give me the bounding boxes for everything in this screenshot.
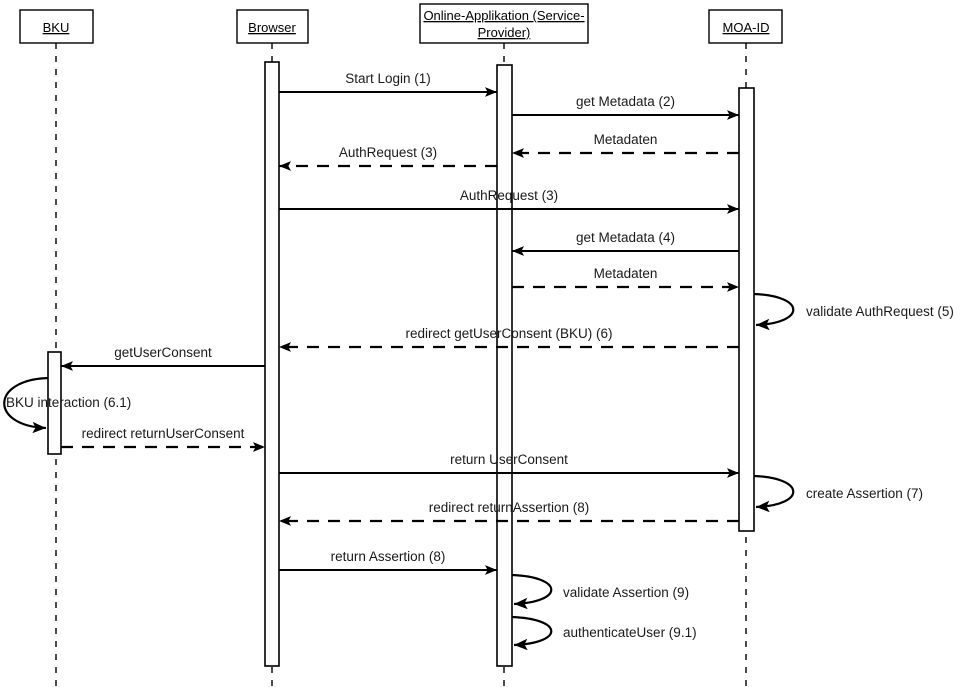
lifeline-label-bku: BKU bbox=[43, 20, 70, 35]
activation-bar-oa bbox=[496, 64, 513, 667]
message-6: get Metadata (4) bbox=[512, 230, 739, 256]
message-label-11: return UserConsent bbox=[450, 452, 568, 467]
self-message-label-create-assertion: create Assertion (7) bbox=[806, 486, 923, 501]
message-label-7: Metadaten bbox=[594, 266, 658, 281]
message-label-13: return Assertion (8) bbox=[331, 549, 446, 564]
lifeline-label-oa: Online-Applikation (Service- bbox=[423, 8, 584, 23]
message-label-12: redirect returnAssertion (8) bbox=[429, 500, 590, 515]
self-message-create-assertion: create Assertion (7) bbox=[753, 474, 923, 513]
message-label-2: get Metadata (2) bbox=[576, 94, 675, 109]
message-label-6: get Metadata (4) bbox=[576, 230, 675, 245]
message-label-8: redirect getUserConsent (BKU) (6) bbox=[405, 326, 612, 341]
self-message-arc-create-assertion bbox=[753, 474, 795, 513]
message-label-4: AuthRequest (3) bbox=[339, 145, 437, 160]
message-label-5: AuthRequest (3) bbox=[460, 188, 558, 203]
lifeline-bku: BKU bbox=[19, 9, 94, 687]
activation-bar-bku bbox=[47, 351, 62, 455]
lifeline-header-box-moaid bbox=[708, 9, 783, 44]
message-3: Metadaten bbox=[512, 132, 739, 158]
self-messages-layer: validate AuthRequest (5) BKU interaction … bbox=[3, 292, 954, 651]
self-message-arc-bku-interaction bbox=[3, 376, 49, 434]
lifeline-label-oa-line2: Provider) bbox=[478, 25, 531, 40]
message-4: AuthRequest (3) bbox=[279, 145, 497, 171]
message-13: return Assertion (8) bbox=[279, 549, 497, 575]
self-message-bku-interaction: BKU interaction (6.1) bbox=[3, 376, 131, 434]
self-message-arc-validate-authrequest bbox=[753, 292, 795, 331]
message-9: getUserConsent bbox=[61, 345, 265, 371]
self-message-arc-validate-assertion bbox=[511, 573, 553, 610]
message-8: redirect getUserConsent (BKU) (6) bbox=[279, 326, 739, 352]
activation-bar-browser bbox=[264, 61, 280, 667]
self-message-label-authenticate-user: authenticateUser (9.1) bbox=[563, 625, 697, 640]
message-label-9: getUserConsent bbox=[114, 345, 212, 360]
lifeline-label-moaid: MOA-ID bbox=[723, 20, 770, 35]
message-12: redirect returnAssertion (8) bbox=[279, 500, 739, 526]
self-message-validate-assertion: validate Assertion (9) bbox=[511, 573, 689, 610]
message-5: AuthRequest (3) bbox=[279, 188, 739, 214]
message-11: return UserConsent bbox=[279, 452, 739, 478]
message-label-3: Metadaten bbox=[594, 132, 658, 147]
lifeline-label-browser: Browser bbox=[248, 20, 296, 35]
self-message-label-bku-interaction: BKU interaction (6.1) bbox=[6, 395, 131, 410]
lifeline-header-box-browser bbox=[236, 9, 309, 44]
lifeline-moaid: MOA-ID bbox=[708, 9, 783, 687]
message-label-10: redirect returnUserConsent bbox=[82, 426, 245, 441]
self-message-label-validate-authrequest: validate AuthRequest (5) bbox=[806, 304, 954, 319]
messages-layer: Start Login (1) get Metadata (2) Metadaten… bbox=[61, 71, 739, 575]
self-message-validate-authrequest: validate AuthRequest (5) bbox=[753, 292, 954, 331]
self-message-authenticate-user: authenticateUser (9.1) bbox=[511, 615, 697, 651]
message-1: Start Login (1) bbox=[279, 71, 497, 97]
self-message-label-validate-assertion: validate Assertion (9) bbox=[563, 585, 689, 600]
message-10: redirect returnUserConsent bbox=[61, 426, 265, 452]
activation-bar-moaid bbox=[738, 87, 755, 532]
self-message-arc-authenticate-user bbox=[511, 615, 553, 651]
message-2: get Metadata (2) bbox=[512, 94, 739, 120]
activations-layer bbox=[47, 61, 755, 667]
message-label-1: Start Login (1) bbox=[345, 71, 431, 86]
message-7: Metadaten bbox=[512, 266, 739, 292]
lifeline-header-box-bku bbox=[19, 9, 94, 44]
